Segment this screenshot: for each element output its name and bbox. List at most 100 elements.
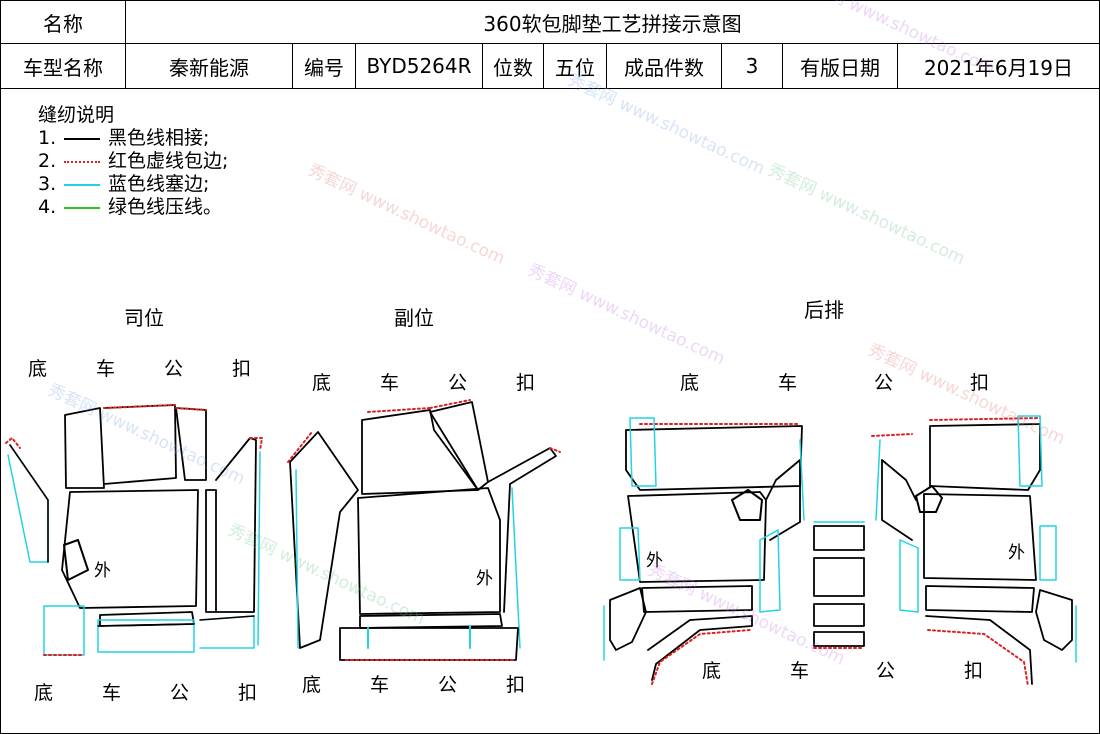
rear-left-side-cyan — [799, 439, 805, 521]
driver-mat-group — [5, 404, 263, 656]
bottom-buckle-char: 车 — [790, 660, 810, 682]
bottom-buckle-char: 底 — [28, 358, 48, 380]
rear-left-side-arm — [765, 459, 801, 541]
driver-bottom-left-tab — [43, 605, 85, 656]
passenger-right-cyan — [511, 487, 521, 649]
seat-label: 位数 — [482, 43, 544, 89]
bottom-buckle-char: 公 — [164, 358, 184, 380]
passenger-title: 副位 — [394, 306, 434, 330]
driver-left-strip-edge — [9, 444, 49, 563]
rear-right-side-cyan — [875, 439, 881, 521]
cyan-line-swatch — [64, 183, 100, 186]
driver-bottom-center-edge — [97, 623, 195, 627]
legend-item: 2. 红色虚线包边; — [38, 150, 229, 172]
bottom-buckle-char: 扣 — [238, 682, 258, 704]
rear-left-arch — [647, 615, 753, 681]
driver-bottom-center-tab — [97, 619, 195, 653]
rear-center-piece-4 — [813, 631, 865, 647]
outer-label: 外 — [646, 551, 663, 571]
rear-right-hump — [915, 485, 943, 513]
bottom-buckle-char: 公 — [438, 674, 458, 696]
passenger-bottom-tab — [339, 627, 519, 661]
bottom-buckle-char: 底 — [702, 660, 722, 682]
passenger-top-right — [429, 401, 489, 491]
legend-item: 1. 黑色线相接; — [38, 127, 210, 149]
outer-label: 外 — [476, 569, 493, 589]
rear-right-inner — [923, 493, 1037, 581]
rear-center-piece-3 — [813, 603, 865, 627]
driver-top-center-binding — [103, 404, 176, 409]
driver-right-strip — [215, 437, 257, 613]
seat-value: 五位 — [543, 43, 607, 89]
rear-left-top-cyan — [629, 417, 657, 487]
bottom-buckle-char: 公 — [448, 372, 468, 394]
legend-title: 缝纫说明 — [38, 104, 115, 126]
rear-center-piece-2 — [813, 557, 865, 597]
driver-right-strip-cyan — [257, 451, 261, 646]
model-label: 车型名称 — [0, 43, 126, 89]
bottom-buckle-char: 底 — [34, 682, 54, 704]
rear-right-side-binding — [871, 433, 913, 437]
drawing-title: 360软包脚垫工艺拼接示意图 — [125, 0, 1100, 44]
bottom-buckle-char: 公 — [876, 660, 896, 682]
driver-main-panel — [61, 489, 199, 609]
rear-right-arch-binding — [927, 629, 1029, 687]
bottom-buckle-char: 车 — [380, 372, 400, 394]
date-label: 有版日期 — [782, 43, 898, 89]
passenger-right-binding — [549, 447, 561, 453]
driver-outer-pad — [63, 539, 89, 581]
bottom-buckle-char: 扣 — [232, 358, 252, 380]
red-dotted-swatch — [64, 160, 100, 163]
code-value: BYD5264R — [355, 43, 483, 89]
rear-right-top-cyan — [1017, 415, 1043, 487]
outer-label: 外 — [94, 561, 111, 581]
rear-left-left-tab — [619, 527, 641, 581]
black-line-swatch — [64, 137, 100, 140]
rear-left-inner — [627, 491, 767, 583]
header-table: 名称 360软包脚垫工艺拼接示意图 车型名称 秦新能源 编号 BYD5264R … — [0, 0, 1100, 89]
passenger-left-strip — [289, 431, 359, 649]
rear-right-top-binding — [929, 417, 1041, 421]
green-line-swatch — [64, 206, 100, 209]
rear-right-arch — [925, 615, 1033, 685]
rear-center-top-piece — [813, 525, 865, 551]
bottom-buckle-char: 公 — [170, 682, 190, 704]
count-label: 成品件数 — [606, 43, 722, 89]
passenger-left-binding — [287, 431, 313, 463]
legend-item: 3. 蓝色线塞边; — [38, 173, 210, 195]
rear-center-strips — [813, 521, 865, 649]
rear-right-side-arm — [881, 459, 917, 541]
bottom-buckle-char: 扣 — [516, 372, 536, 394]
rear-left-hump — [731, 489, 763, 521]
passenger-mat-group — [287, 399, 561, 661]
rear-left-right-strip — [759, 529, 781, 613]
bottom-buckle-char: 车 — [96, 358, 116, 380]
rear-right-bottom-panel — [925, 585, 1035, 613]
passenger-bottom-strip — [359, 613, 503, 629]
passenger-left-cyan — [295, 469, 299, 649]
rear-right-top-panel — [929, 423, 1041, 491]
passenger-top-binding — [367, 407, 431, 413]
driver-title: 司位 — [124, 306, 164, 330]
bottom-buckle-char: 底 — [302, 674, 322, 696]
driver-top-right-binding — [175, 407, 207, 411]
sewing-legend: 缝纫说明 1. 黑色线相接; 2. 红色虚线包边; 3. 蓝色线塞边; 4. 绿… — [38, 104, 228, 219]
date-value: 2021年6月19日 — [897, 43, 1100, 89]
outer-label: 外 — [1008, 543, 1025, 563]
model-value: 秦新能源 — [125, 43, 293, 89]
rear-right-corner — [1035, 589, 1073, 651]
bottom-buckle-char: 车 — [102, 682, 122, 704]
driver-bottom-right-tab — [199, 615, 255, 649]
bottom-buckle-char: 底 — [680, 372, 700, 394]
rear-right-left-strip — [899, 539, 919, 613]
driver-right-column — [205, 489, 217, 613]
bottom-buckle-char: 车 — [370, 674, 390, 696]
rear-left-top-panel — [625, 425, 803, 491]
rear-left-mat-group — [603, 417, 805, 685]
driver-right-strip-binding — [249, 437, 263, 451]
bottom-buckle-char: 扣 — [970, 372, 990, 394]
passenger-top-right-binding — [429, 399, 471, 409]
rear-title: 后排 — [804, 298, 844, 322]
bottom-buckle-char: 底 — [312, 372, 332, 394]
